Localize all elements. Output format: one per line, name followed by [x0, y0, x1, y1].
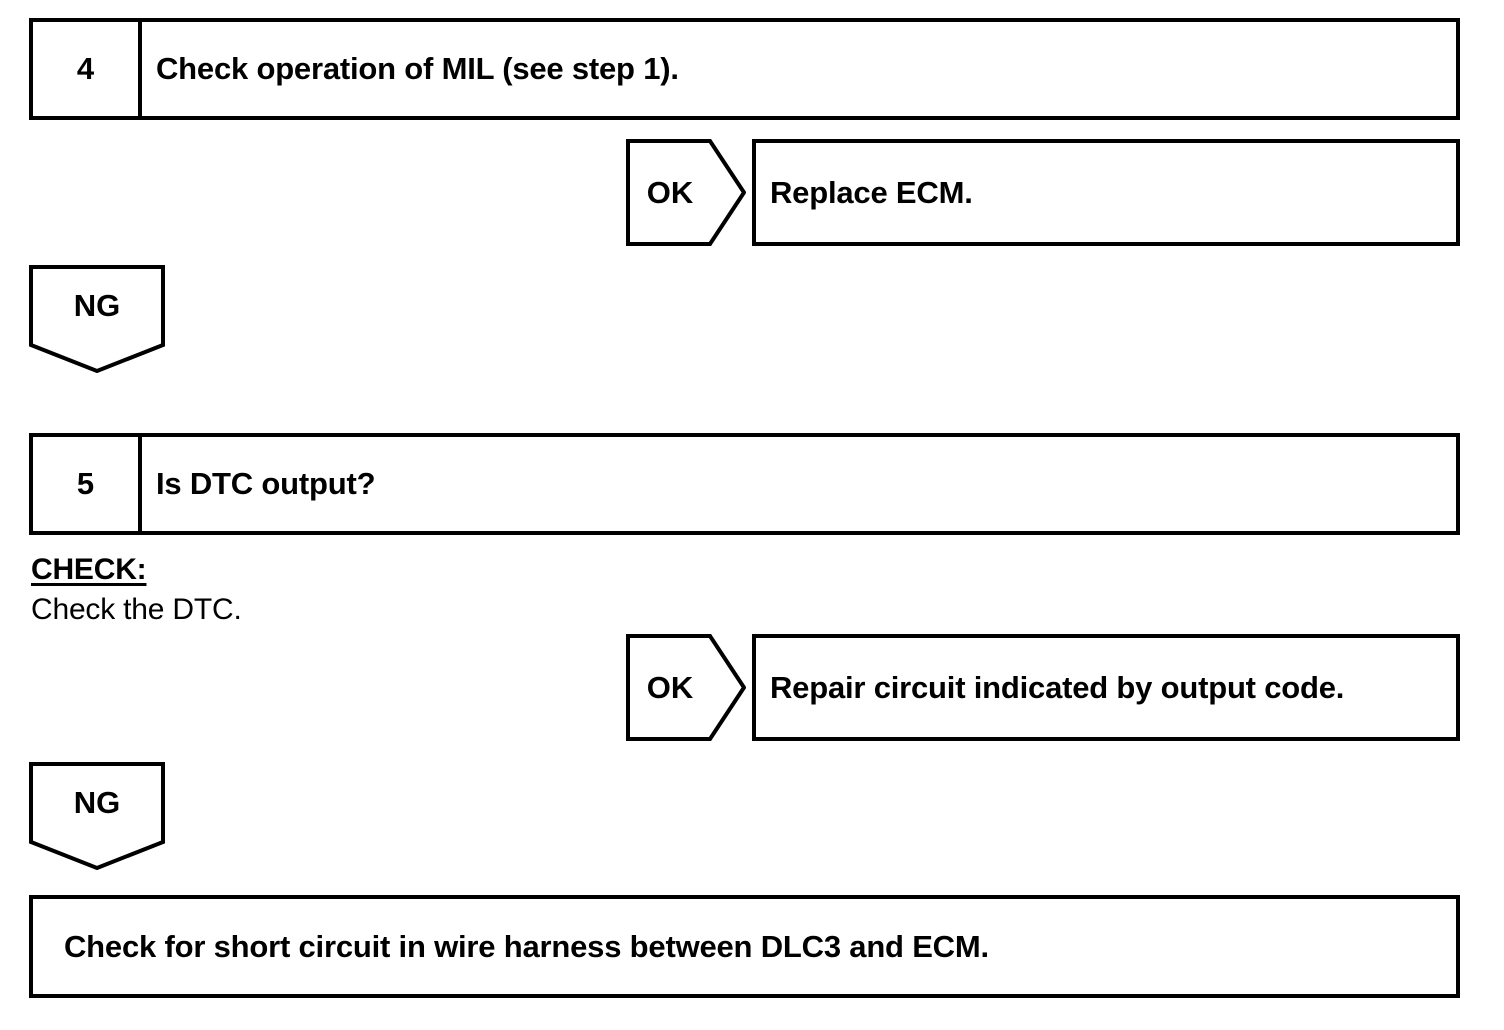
ok-chevron-2: OK	[626, 634, 746, 741]
ng-pentagon-shape-1	[29, 265, 165, 373]
ng-marker-1: NG	[29, 265, 165, 373]
ok-chevron-1: OK	[626, 139, 746, 246]
check-body-text: Check the DTC.	[31, 593, 242, 626]
ng-marker-2: NG	[29, 762, 165, 870]
result-box-repair-circuit: Repair circuit indicated by output code.	[752, 634, 1460, 741]
step-number-5: 5	[33, 437, 142, 531]
final-action-text: Check for short circuit in wire harness …	[64, 928, 989, 964]
ok-chevron-shape-1	[626, 139, 746, 246]
final-action-box: Check for short circuit in wire harness …	[29, 895, 1460, 998]
step-box-4: 4 Check operation of MIL (see step 1).	[29, 18, 1460, 120]
step-text-5: Is DTC output?	[156, 466, 376, 501]
result-text-replace-ecm: Replace ECM.	[770, 174, 973, 210]
step-text-4: Check operation of MIL (see step 1).	[156, 51, 679, 86]
check-heading: CHECK:	[31, 553, 147, 586]
ng-pentagon-shape-2	[29, 762, 165, 870]
ok-label-1: OK	[646, 174, 694, 210]
result-box-replace-ecm: Replace ECM.	[752, 139, 1460, 246]
ok-label-2: OK	[646, 669, 694, 705]
step-box-5: 5 Is DTC output?	[29, 433, 1460, 535]
ng-label-1: NG	[73, 288, 121, 323]
ng-label-2: NG	[73, 785, 121, 820]
step-number-4: 4	[33, 22, 142, 116]
ok-chevron-shape-2	[626, 634, 746, 741]
result-text-repair-circuit: Repair circuit indicated by output code.	[770, 669, 1345, 705]
